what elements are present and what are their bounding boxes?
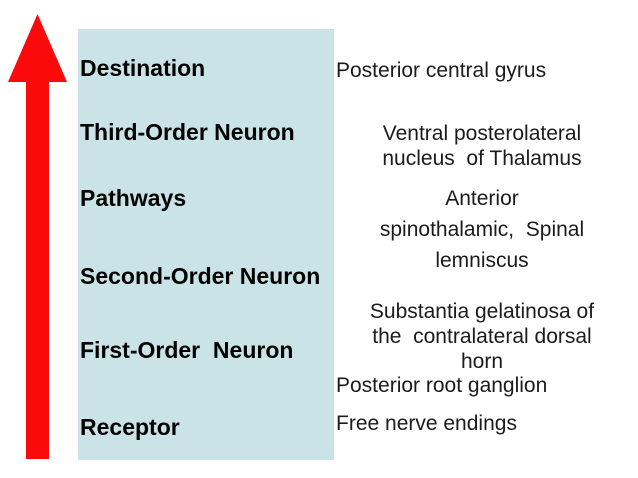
row-value-receptor: Free nerve endings — [336, 412, 517, 435]
row-label-third-order-neuron: Third-Order Neuron — [80, 119, 295, 145]
row-value-first-order-neuron: Posterior root ganglion — [336, 374, 548, 397]
row-value-second-order-neuron: Substantia gelatinosa of the contralater… — [369, 300, 595, 373]
row-label-second-order-neuron: Second-Order Neuron — [80, 263, 321, 289]
row-value-destination: Posterior central gyrus — [336, 59, 547, 82]
row-label-destination: Destination — [80, 55, 206, 81]
ascending-direction-arrow — [8, 14, 67, 459]
row-label-pathways: Pathways — [80, 185, 187, 211]
category-panel — [78, 29, 334, 460]
up-arrow-icon — [8, 14, 67, 459]
row-label-first-order-neuron: First-Order Neuron — [80, 337, 294, 363]
row-label-receptor: Receptor — [80, 414, 180, 440]
row-value-third-order-neuron: Ventral posterolateral nucleus of Thalam… — [382, 122, 582, 170]
row-value-pathways: Anterior spinothalamic, Spinal lemniscus — [379, 187, 585, 272]
